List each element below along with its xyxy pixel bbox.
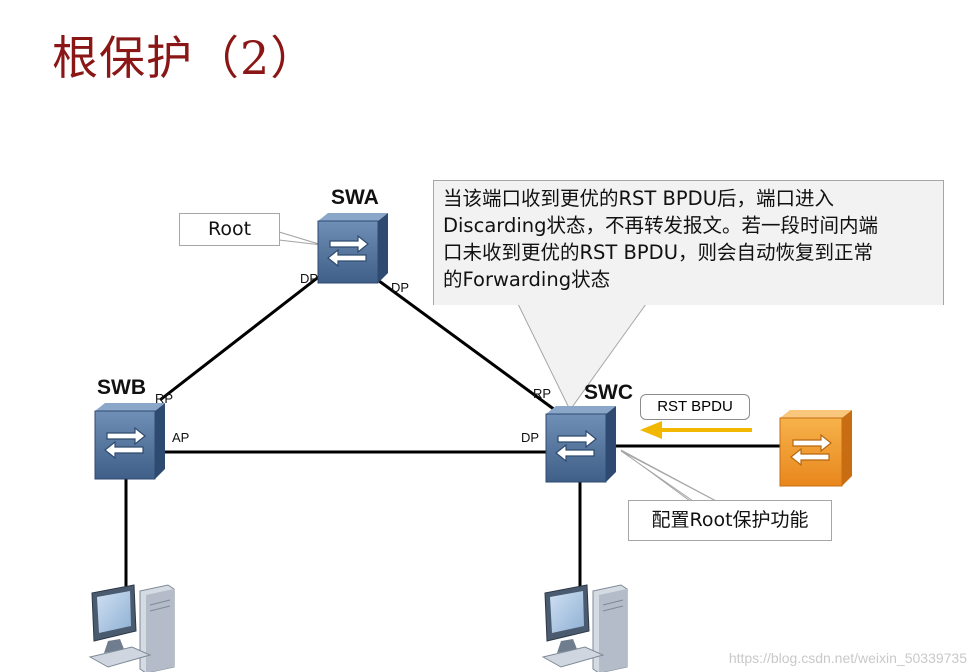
explanation-line: Discarding状态，不再转发报文。若一段时间内端	[443, 214, 878, 237]
pc-icon	[88, 584, 175, 672]
explanation-line: 口未收到更优的RST BPDU，则会自动恢复到正常	[443, 241, 873, 264]
root-callout: Root	[179, 213, 280, 246]
swc-label: SWC	[584, 381, 633, 404]
link-swa-swc	[374, 276, 556, 412]
switch-icon	[94, 403, 165, 480]
page-title: 根保护（2）	[52, 31, 318, 85]
explanation-line: 当该端口收到更优的RST BPDU后，端口进入	[443, 187, 834, 210]
explanation-line: 的Forwarding状态	[443, 268, 611, 291]
port-label-swa-right: DP	[391, 280, 410, 295]
switch-icon	[317, 213, 388, 284]
rst-bpdu-arrow	[640, 421, 752, 439]
swb-label: SWB	[97, 376, 146, 399]
port-label-swc-rp: RP	[533, 386, 552, 401]
port-label-swb-rp: RP	[155, 391, 174, 406]
switch-icon	[779, 410, 852, 487]
pc-icon	[541, 584, 628, 672]
switch-icon	[545, 406, 616, 483]
swa-label: SWA	[331, 186, 379, 209]
link-swa-swb	[159, 270, 326, 402]
links	[124, 270, 782, 598]
port-label-swb-ap: AP	[172, 430, 190, 445]
config-callout: 配置Root保护功能	[628, 500, 832, 541]
explanation-callout: 当该端口收到更优的RST BPDU后，端口进入 Discarding状态，不再转…	[433, 180, 944, 305]
root-pointer	[278, 231, 323, 246]
port-label-swc-dp: DP	[521, 430, 540, 445]
config-pointer	[620, 450, 717, 502]
rst-bpdu-label: RST BPDU	[640, 394, 750, 420]
port-label-swa-left: DP	[300, 271, 319, 286]
watermark: https://blog.csdn.net/weixin_50339735	[728, 650, 967, 666]
